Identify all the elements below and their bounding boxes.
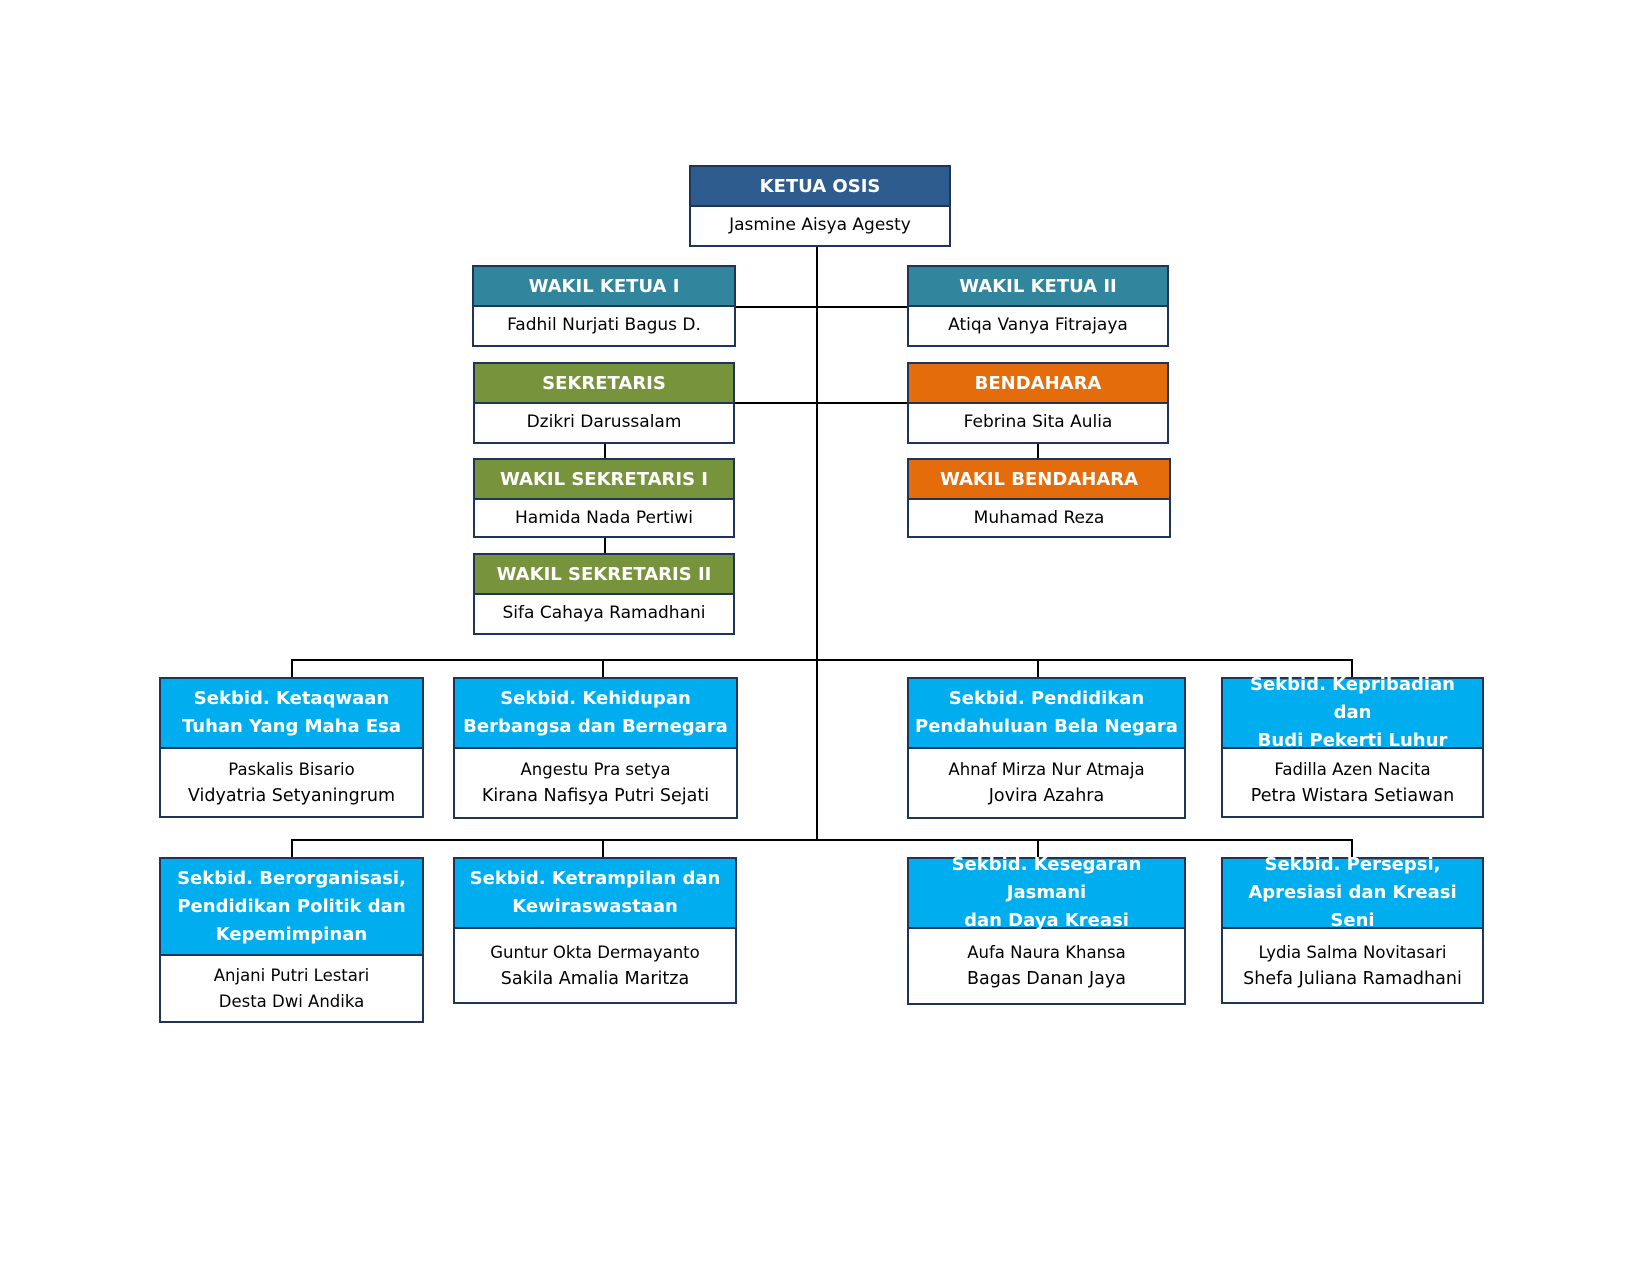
connector-wakil-ketua	[736, 306, 907, 308]
sekretaris-name: Dzikri Darussalam	[526, 412, 682, 432]
bendahara-title: BENDAHARA	[909, 364, 1167, 404]
sekbid-box-4: Sekbid. Kepribadian dan Budi Pekerti Luh…	[1221, 674, 1484, 818]
sekbid-members: Paskalis Bisario Vidyatria Setyaningrum	[161, 749, 422, 816]
sekbid-box-2: Sekbid. Kehidupan Berbangsa dan Bernegar…	[453, 677, 738, 819]
connector-sekbid-row1-drop	[291, 659, 293, 677]
sekbid-members: Lydia Salma Novitasari Shefa Juliana Ram…	[1223, 929, 1482, 1002]
bendahara-name: Febrina Sita Aulia	[963, 412, 1113, 432]
ketua-osis-box: KETUA OSIS Jasmine Aisya Agesty	[689, 165, 951, 247]
wakil-sekretaris-2-title: WAKIL SEKRETARIS II	[475, 555, 733, 595]
sekbid-title: Sekbid. Berorganisasi, Pendidikan Politi…	[161, 859, 422, 956]
sekbid-member: Kirana Nafisya Putri Sejati	[481, 786, 710, 806]
wakil-bendahara-box: WAKIL BENDAHARA Muhamad Reza	[907, 458, 1171, 538]
sekbid-member: Jovira Azahra	[988, 786, 1105, 806]
sekbid-member: Petra Wistara Setiawan	[1250, 785, 1455, 806]
sekretaris-box: SEKRETARIS Dzikri Darussalam	[473, 362, 735, 444]
ketua-osis-title: KETUA OSIS	[691, 167, 949, 207]
sekretaris-title: SEKRETARIS	[475, 364, 733, 404]
sekbid-title-line: Berbangsa dan Bernegara	[463, 716, 728, 737]
sekbid-title-line: Sekbid. Persepsi,	[1264, 854, 1441, 875]
wakil-bendahara-name: Muhamad Reza	[973, 508, 1105, 528]
sekbid-members: Anjani Putri Lestari Desta Dwi Andika	[161, 956, 422, 1021]
sekbid-box-8: Sekbid. Persepsi, Apresiasi dan Kreasi S…	[1221, 854, 1484, 1004]
ketua-osis-name: Jasmine Aisya Agesty	[729, 215, 911, 235]
sekbid-title: Sekbid. Kesegaran Jasmani dan Daya Kreas…	[909, 854, 1184, 931]
sekbid-member: Shefa Juliana Ramadhani	[1243, 968, 1462, 989]
sekbid-title-line: Sekbid. Kesegaran Jasmani	[951, 854, 1142, 903]
sekbid-title-line: Sekbid. Kepribadian dan	[1249, 674, 1455, 723]
sekbid-member: Vidyatria Setyaningrum	[187, 785, 396, 806]
sekbid-members: Aufa Naura Khansa Bagas Danan Jaya	[909, 929, 1184, 1003]
sekbid-title-line: Pendidikan Politik dan	[177, 895, 406, 917]
wakil-ketua-1-title: WAKIL KETUA I	[474, 267, 734, 307]
sekbid-member: Paskalis Bisario	[228, 759, 355, 779]
sekbid-title: Sekbid. Ketrampilan dan Kewiraswastaan	[455, 859, 735, 929]
sekbid-member: Anjani Putri Lestari	[213, 965, 370, 985]
wakil-sekretaris-2-name: Sifa Cahaya Ramadhani	[502, 603, 706, 623]
wakil-ketua-1-name: Fadhil Nurjati Bagus D.	[507, 315, 701, 335]
wakil-ketua-1-box: WAKIL KETUA I Fadhil Nurjati Bagus D.	[472, 265, 736, 347]
connector-sekbid-row1-drop	[1351, 659, 1353, 677]
sekbid-title-line: Sekbid. Ketaqwaan	[193, 688, 390, 709]
connector-sekbid-row2-drop	[291, 839, 293, 857]
sekbid-box-5: Sekbid. Berorganisasi, Pendidikan Politi…	[159, 857, 424, 1023]
wakil-sekretaris-1-box: WAKIL SEKRETARIS I Hamida Nada Pertiwi	[473, 458, 735, 538]
sekbid-title: Sekbid. Persepsi, Apresiasi dan Kreasi S…	[1223, 854, 1482, 931]
wakil-ketua-2-name: Atiqa Vanya Fitrajaya	[948, 315, 1128, 335]
sekbid-member: Bagas Danan Jaya	[967, 969, 1126, 989]
sekbid-member: Ahnaf Mirza Nur Atmaja	[948, 760, 1145, 779]
sekbid-title-line: Sekbid. Berorganisasi,	[177, 867, 406, 889]
connector-sekretaris-chain-1	[604, 444, 606, 458]
sekbid-title-line: Kepemimpinan	[215, 923, 368, 945]
connector-sekbid-row2-drop	[602, 839, 604, 857]
sekbid-title-line: Budi Pekerti Luhur	[1257, 730, 1448, 751]
sekbid-title-line: Tuhan Yang Maha Esa	[181, 716, 402, 737]
sekbid-box-6: Sekbid. Ketrampilan dan Kewiraswastaan G…	[453, 857, 737, 1004]
sekbid-member: Lydia Salma Novitasari	[1258, 942, 1447, 962]
sekbid-title-line: Sekbid. Ketrampilan dan	[469, 868, 721, 889]
sekbid-title-line: Sekbid. Pendidikan	[948, 688, 1145, 709]
sekbid-members: Guntur Okta Dermayanto Sakila Amalia Mar…	[455, 929, 735, 1002]
sekbid-title-line: Pendahuluan Bela Negara	[915, 716, 1178, 737]
connector-bendahara-chain	[1037, 444, 1039, 458]
connector-sekretaris-chain-2	[604, 538, 606, 553]
sekbid-title-line: Kewiraswastaan	[512, 896, 678, 917]
sekbid-title-line: Sekbid. Kehidupan	[500, 688, 691, 709]
sekbid-member: Desta Dwi Andika	[218, 991, 365, 1011]
connector-sekbid-row2-drop	[1351, 839, 1353, 857]
sekbid-member: Guntur Okta Dermayanto	[490, 942, 700, 962]
sekbid-box-7: Sekbid. Kesegaran Jasmani dan Daya Kreas…	[907, 854, 1186, 1005]
connector-sekbid-row1-drop	[1037, 659, 1039, 677]
sekbid-member: Fadilla Azen Nacita	[1274, 759, 1431, 779]
connector-sekbid-row2	[291, 839, 1352, 841]
sekbid-title: Sekbid. Kepribadian dan Budi Pekerti Luh…	[1223, 674, 1482, 751]
sekbid-title-line: Apresiasi dan Kreasi Seni	[1248, 882, 1457, 931]
connector-sekbid-row1-drop	[602, 659, 604, 677]
sekbid-box-1: Sekbid. Ketaqwaan Tuhan Yang Maha Esa Pa…	[159, 677, 424, 818]
wakil-bendahara-title: WAKIL BENDAHARA	[909, 460, 1169, 500]
wakil-sekretaris-1-name: Hamida Nada Pertiwi	[515, 508, 693, 528]
sekbid-member: Aufa Naura Khansa	[967, 943, 1126, 962]
connector-trunk	[816, 247, 818, 841]
sekbid-box-3: Sekbid. Pendidikan Pendahuluan Bela Nega…	[907, 677, 1186, 819]
wakil-ketua-2-title: WAKIL KETUA II	[909, 267, 1167, 307]
sekbid-member: Sakila Amalia Maritza	[500, 968, 690, 989]
sekbid-title: Sekbid. Ketaqwaan Tuhan Yang Maha Esa	[161, 679, 422, 749]
sekbid-member: Angestu Pra setya	[520, 760, 671, 779]
wakil-sekretaris-2-box: WAKIL SEKRETARIS II Sifa Cahaya Ramadhan…	[473, 553, 735, 635]
sekbid-members: Angestu Pra setya Kirana Nafisya Putri S…	[455, 749, 736, 817]
sekbid-members: Fadilla Azen Nacita Petra Wistara Setiaw…	[1223, 749, 1482, 816]
sekbid-title: Sekbid. Kehidupan Berbangsa dan Bernegar…	[455, 679, 736, 749]
sekbid-title-line: dan Daya Kreasi	[964, 910, 1129, 931]
connector-sekretaris-bendahara	[735, 402, 907, 404]
bendahara-box: BENDAHARA Febrina Sita Aulia	[907, 362, 1169, 444]
sekbid-members: Ahnaf Mirza Nur Atmaja Jovira Azahra	[909, 749, 1184, 817]
wakil-ketua-2-box: WAKIL KETUA II Atiqa Vanya Fitrajaya	[907, 265, 1169, 347]
connector-sekbid-row2-drop	[1037, 839, 1039, 857]
wakil-sekretaris-1-title: WAKIL SEKRETARIS I	[475, 460, 733, 500]
sekbid-title: Sekbid. Pendidikan Pendahuluan Bela Nega…	[909, 679, 1184, 749]
connector-sekbid-row1	[291, 659, 1352, 661]
